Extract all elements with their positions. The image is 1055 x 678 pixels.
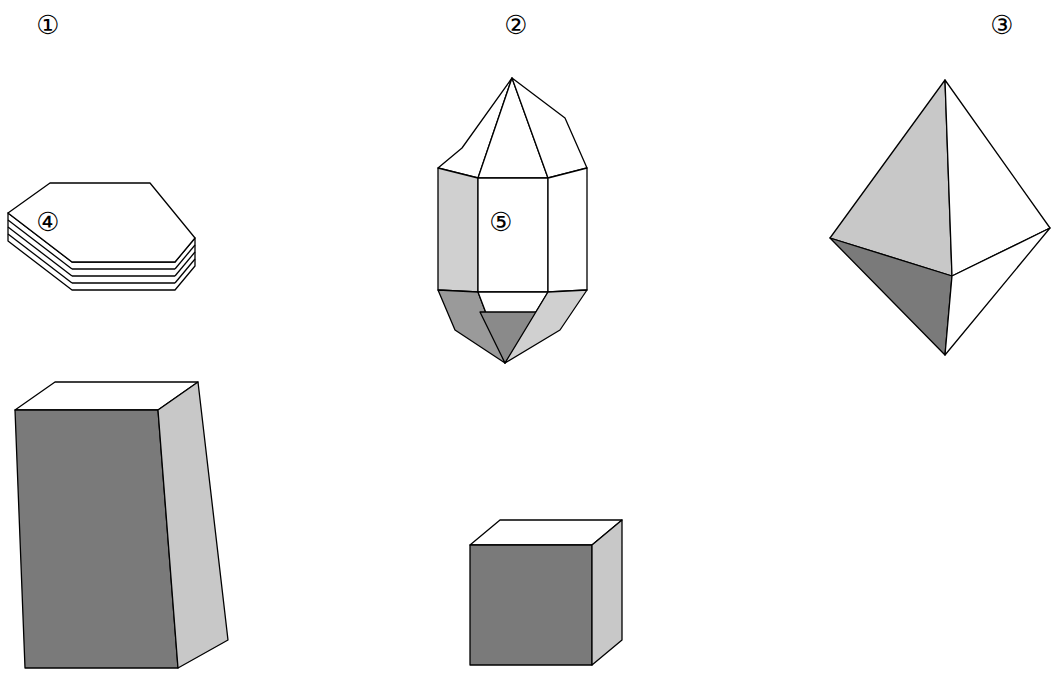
callout-number: ④	[36, 209, 59, 235]
callout-number: ③	[990, 12, 1013, 38]
callout-number: ②	[504, 12, 527, 38]
callout-number: ⑤	[489, 209, 512, 235]
callout-number: ①	[36, 12, 59, 38]
cube	[470, 520, 622, 665]
hexagonal-plate	[8, 183, 195, 290]
rhombohedron	[15, 382, 228, 668]
octahedron	[830, 80, 1050, 355]
quartz-crystal	[438, 78, 587, 363]
